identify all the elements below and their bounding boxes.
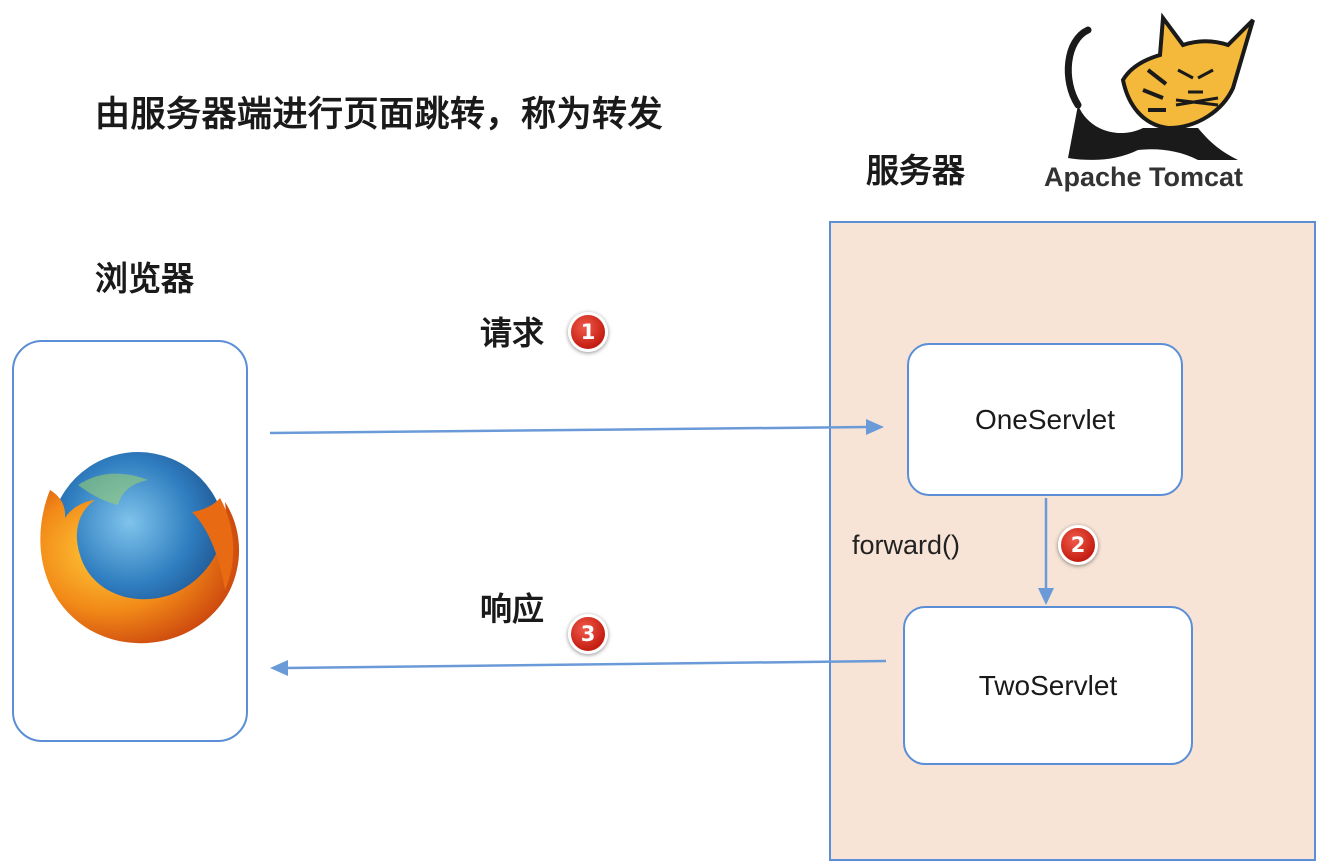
step-1-badge: 1 [568, 312, 608, 352]
two-servlet-box: TwoServlet [903, 606, 1193, 765]
request-arrow [269, 419, 884, 435]
forward-label: forward() [852, 530, 961, 560]
firefox-logo-icon [40, 452, 240, 644]
forward-arrow [1038, 498, 1054, 605]
response-label: 响应 [480, 590, 545, 628]
one-servlet-box: OneServlet [907, 343, 1183, 496]
browser-box [12, 340, 248, 742]
tomcat-logo-text: Apache Tomcat [1044, 162, 1244, 192]
response-arrow [270, 659, 887, 676]
diagram-title: 由服务器端进行页面跳转，称为转发 [95, 95, 664, 135]
request-label: 请求 [480, 314, 545, 352]
server-label: 服务器 [866, 151, 965, 190]
step-3-badge: 3 [568, 614, 608, 654]
step-2-badge: 2 [1058, 525, 1098, 565]
tomcat-logo-icon [1064, 12, 1255, 160]
browser-label: 浏览器 [95, 259, 194, 298]
